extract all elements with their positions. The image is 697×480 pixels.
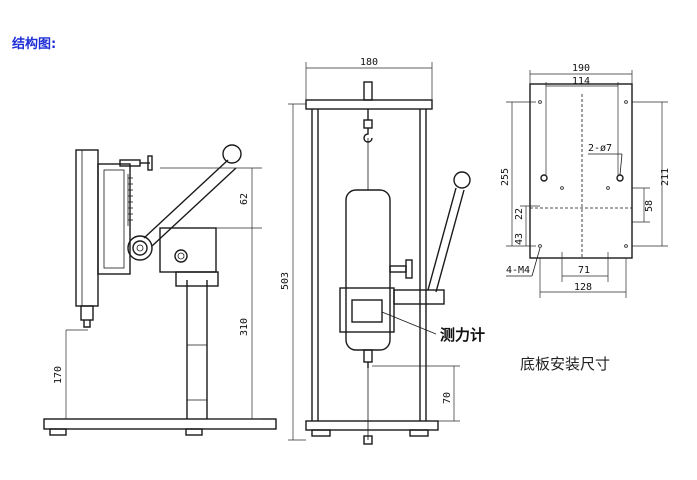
dim-170: 170 [53, 366, 64, 384]
rack-teeth [127, 174, 133, 226]
hole-o7-left [540, 174, 548, 182]
dim-128: 128 [574, 282, 592, 293]
diagram-heading: 结构图: [12, 37, 57, 52]
gauge-callout: 测力计 [440, 326, 485, 344]
dim-22: 22 [514, 208, 525, 220]
base-plate-caption: 底板安装尺寸 [520, 355, 610, 373]
dim-58: 58 [644, 200, 655, 212]
dim-71: 71 [578, 265, 590, 276]
base-plate-view: 190 114 255 22 43 211 58 71 128 2- [500, 63, 671, 373]
front-gauge-body [345, 189, 391, 351]
front-handle-knob [453, 171, 471, 189]
dim-70: 70 [442, 392, 453, 404]
handle-knob [222, 144, 242, 164]
base-plate-outline [529, 83, 633, 259]
hole-note-o7: 2-ø7 [588, 143, 612, 154]
front-base-plate [305, 420, 439, 431]
gear-hub [127, 235, 153, 261]
dim-62: 62 [239, 193, 250, 205]
dim-211: 211 [660, 168, 671, 186]
dim-43: 43 [514, 233, 525, 245]
dim-114: 114 [572, 76, 590, 87]
hole-m4 [538, 244, 542, 248]
front-top-plate [305, 99, 433, 110]
dim-503: 503 [280, 272, 291, 290]
side-view: 62 310 170 [43, 144, 277, 436]
side-gauge-body [75, 149, 99, 307]
front-view: 测力计 180 503 70 [280, 57, 485, 445]
column-head [159, 227, 217, 273]
crosshead [339, 287, 395, 333]
side-base-plate [43, 418, 277, 430]
dim-180: 180 [360, 57, 378, 68]
dim-310: 310 [239, 318, 250, 336]
hole-note-m4: 4-M4 [506, 265, 530, 276]
dim-255: 255 [500, 168, 511, 186]
dim-190: 190 [572, 63, 590, 74]
slide-frame [97, 163, 131, 275]
